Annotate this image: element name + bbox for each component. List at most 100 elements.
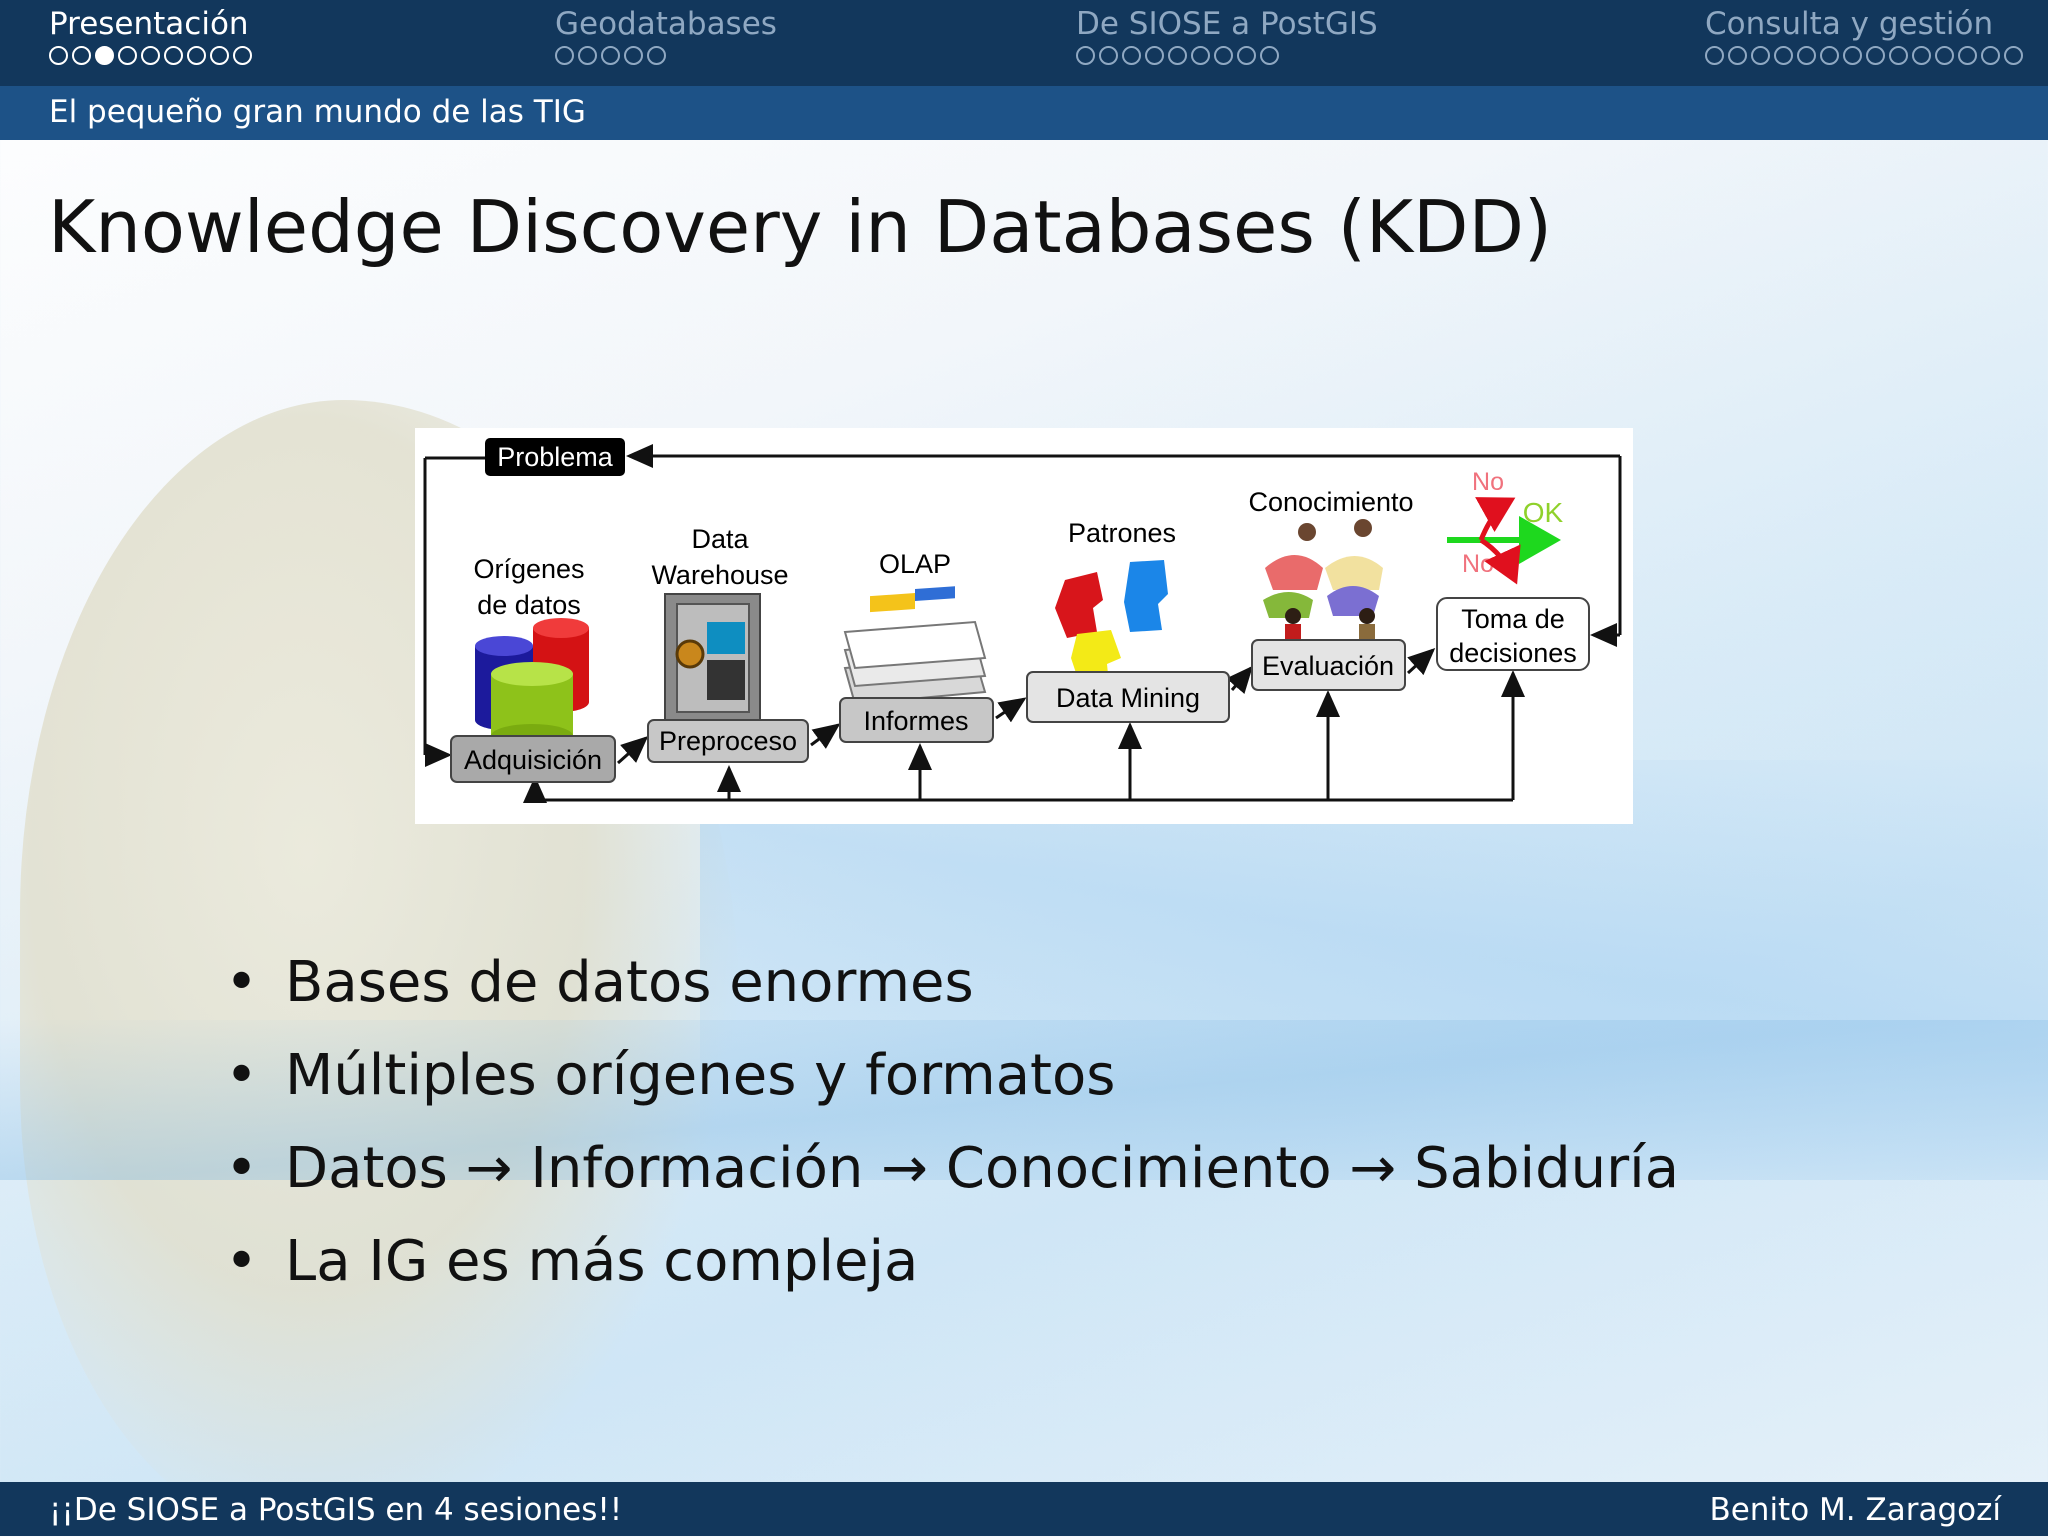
slide-dot[interactable] bbox=[1889, 46, 1908, 65]
background-light-streak bbox=[700, 760, 2048, 1180]
slide-dot[interactable] bbox=[1866, 46, 1885, 65]
bullet-list: • Bases de datos enormes • Múltiples oríge… bbox=[225, 948, 1679, 1320]
slide-dot[interactable] bbox=[1912, 46, 1931, 65]
slide-dot[interactable] bbox=[49, 46, 68, 65]
caption-olap: OLAP bbox=[879, 549, 951, 579]
stage-box-evaluacion bbox=[1251, 639, 1406, 691]
slide-progress-dots bbox=[1076, 46, 1378, 72]
slide-dot[interactable] bbox=[1958, 46, 1977, 65]
bullet-item: • Múltiples orígenes y formatos bbox=[225, 1041, 1679, 1134]
nav-section-siose-postgis[interactable]: De SIOSE a PostGIS bbox=[1076, 6, 1378, 72]
current-slide-dot[interactable] bbox=[95, 46, 114, 65]
stage-label: Evaluación bbox=[1262, 651, 1394, 681]
footer-author: Benito M. Zaragozí bbox=[1709, 1492, 2001, 1528]
decision-label-line2: decisiones bbox=[1449, 638, 1577, 668]
slide-dot[interactable] bbox=[1935, 46, 1954, 65]
bullet-dot: • bbox=[225, 1229, 259, 1294]
caption-sources-line1: Orígenes bbox=[473, 554, 584, 584]
slide-dot[interactable] bbox=[1191, 46, 1210, 65]
bullet-dot: • bbox=[225, 1043, 259, 1108]
stage-box-data-mining bbox=[1026, 671, 1230, 723]
background-light-streak bbox=[0, 1020, 2048, 1180]
stage-box-adquisicion bbox=[450, 735, 616, 783]
nav-section-label[interactable]: De SIOSE a PostGIS bbox=[1076, 6, 1378, 42]
slide-dot[interactable] bbox=[647, 46, 666, 65]
footer-bar: ¡¡De SIOSE a PostGIS en 4 sesiones!! Ben… bbox=[0, 1482, 2048, 1536]
footer-presentation-title: ¡¡De SIOSE a PostGIS en 4 sesiones!! bbox=[49, 1492, 623, 1528]
decision-label-line1: Toma de bbox=[1461, 604, 1565, 634]
section-navigation-bar: Presentación Geodatabases De SIOSE a Pos… bbox=[0, 0, 2048, 86]
slide-dot[interactable] bbox=[1728, 46, 1747, 65]
caption-sources-line2: de datos bbox=[477, 590, 581, 620]
slide-dot[interactable] bbox=[1168, 46, 1187, 65]
slide-progress-dots bbox=[1705, 46, 2023, 72]
nav-section-label[interactable]: Geodatabases bbox=[555, 6, 777, 42]
slide-dot[interactable] bbox=[555, 46, 574, 65]
data-warehouse-safe-icon bbox=[664, 593, 761, 723]
caption-knowledge: Conocimiento bbox=[1248, 487, 1413, 517]
stage-label: Data Mining bbox=[1056, 683, 1200, 713]
slide-dot[interactable] bbox=[1237, 46, 1256, 65]
stage-box-preproceso bbox=[647, 719, 809, 763]
stage-label: Adquisición bbox=[464, 745, 602, 775]
slide-dot[interactable] bbox=[1214, 46, 1233, 65]
subsection-bar: El pequeño gran mundo de las TIG bbox=[0, 86, 2048, 140]
slide-dot[interactable] bbox=[141, 46, 160, 65]
slide-dot[interactable] bbox=[1145, 46, 1164, 65]
slide-dot[interactable] bbox=[1820, 46, 1839, 65]
slide-title: Knowledge Discovery in Databases (KDD) bbox=[48, 185, 1553, 269]
slide-progress-dots bbox=[49, 46, 252, 72]
slide-dot[interactable] bbox=[1981, 46, 2000, 65]
slide-dot[interactable] bbox=[187, 46, 206, 65]
bullet-item: • Bases de datos enormes bbox=[225, 948, 1679, 1041]
slide-dot[interactable] bbox=[210, 46, 229, 65]
decision-box bbox=[1436, 597, 1590, 671]
slide-dot[interactable] bbox=[2004, 46, 2023, 65]
bullet-dot: • bbox=[225, 950, 259, 1015]
caption-no-1: No bbox=[1472, 468, 1504, 496]
slide-dot[interactable] bbox=[1774, 46, 1793, 65]
slide-dot[interactable] bbox=[164, 46, 183, 65]
patterns-puzzle-icon bbox=[1055, 560, 1168, 688]
bullet-item: • Datos → Información → Conocimiento → Sa… bbox=[225, 1134, 1679, 1227]
bullet-item: • La IG es más compleja bbox=[225, 1227, 1679, 1320]
slide-dot[interactable] bbox=[72, 46, 91, 65]
slide-dot[interactable] bbox=[624, 46, 643, 65]
slide-dot[interactable] bbox=[1122, 46, 1141, 65]
slide-dot[interactable] bbox=[1076, 46, 1095, 65]
slide-dot[interactable] bbox=[1751, 46, 1770, 65]
bullet-text: Datos → Información → Conocimiento → Sab… bbox=[285, 1136, 1680, 1201]
decision-arrows-icon bbox=[1447, 497, 1561, 585]
nav-section-consulta-gestion[interactable]: Consulta y gestión bbox=[1705, 6, 2023, 72]
slide-dot[interactable] bbox=[1099, 46, 1118, 65]
caption-warehouse-line2: Warehouse bbox=[651, 560, 788, 590]
nav-section-label[interactable]: Consulta y gestión bbox=[1705, 6, 1994, 42]
caption-no-2: No bbox=[1462, 550, 1494, 578]
slide-dot[interactable] bbox=[1843, 46, 1862, 65]
feedback-loop-lines bbox=[423, 444, 1622, 803]
olap-reports-icon bbox=[843, 586, 987, 706]
kdd-process-diagram: Problema Orígenes de datos Data Warehous… bbox=[415, 428, 1633, 824]
bullet-text: La IG es más compleja bbox=[285, 1229, 919, 1294]
stage-label: Preproceso bbox=[659, 726, 797, 756]
nav-section-geodatabases[interactable]: Geodatabases bbox=[555, 6, 777, 72]
caption-ok: OK bbox=[1523, 497, 1564, 528]
nav-section-presentacion[interactable]: Presentación bbox=[49, 6, 252, 72]
bullet-text: Múltiples orígenes y formatos bbox=[285, 1043, 1116, 1108]
stage-label: Informes bbox=[863, 706, 968, 736]
problem-label: Problema bbox=[497, 442, 614, 472]
bullet-dot: • bbox=[225, 1136, 259, 1201]
caption-warehouse-line1: Data bbox=[691, 524, 749, 554]
bullet-text: Bases de datos enormes bbox=[285, 950, 974, 1015]
stage-box-informes bbox=[839, 697, 994, 743]
slide-progress-dots bbox=[555, 46, 777, 72]
slide-dot[interactable] bbox=[1260, 46, 1279, 65]
slide-dot[interactable] bbox=[601, 46, 620, 65]
slide-dot[interactable] bbox=[233, 46, 252, 65]
caption-patterns: Patrones bbox=[1068, 518, 1176, 548]
slide-dot[interactable] bbox=[1797, 46, 1816, 65]
slide-dot[interactable] bbox=[118, 46, 137, 65]
slide-dot[interactable] bbox=[578, 46, 597, 65]
nav-section-label[interactable]: Presentación bbox=[49, 6, 249, 42]
slide-dot[interactable] bbox=[1705, 46, 1724, 65]
